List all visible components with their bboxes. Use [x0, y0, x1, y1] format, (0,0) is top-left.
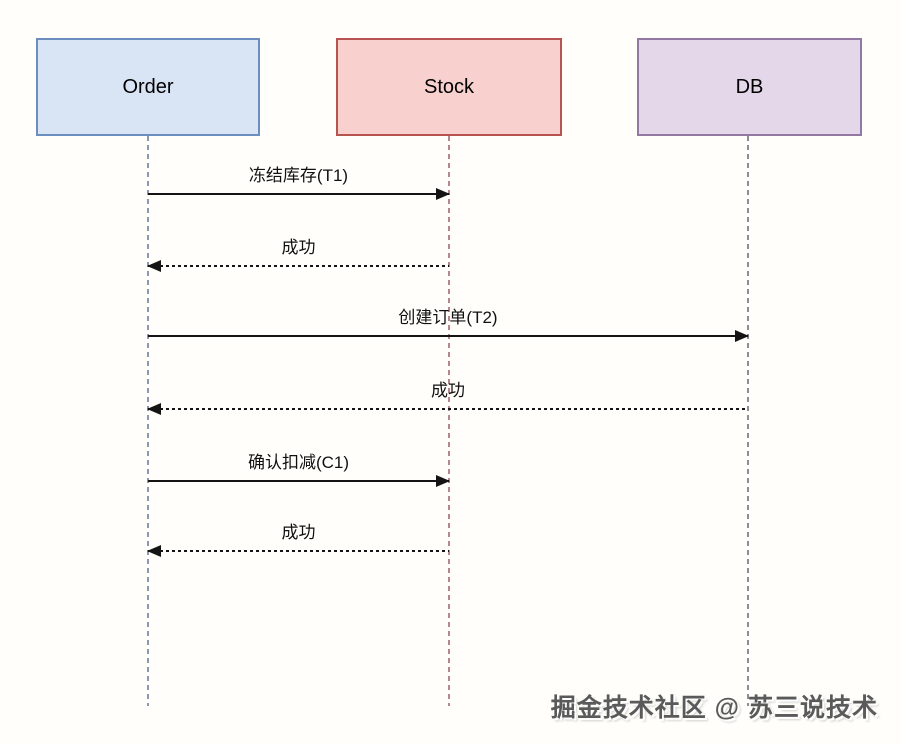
arrowhead-left-icon [147, 260, 161, 272]
actor-label-stock: Stock [423, 75, 475, 98]
lifeline-db [747, 136, 749, 706]
lifeline-order [147, 136, 149, 706]
arrowhead-right-icon [436, 188, 450, 200]
watermark-text: 掘金技术社区 @ 苏三说技术 [550, 694, 878, 722]
arrowhead-left-icon [147, 403, 161, 415]
actor-label-db: DB [735, 75, 764, 98]
message-label: 成功 [281, 523, 316, 542]
actor-box-stock: Stock [336, 38, 562, 136]
message-label: 冻结库存(T1) [248, 166, 349, 185]
arrow-line [148, 188, 450, 200]
message-label: 创建订单(T2) [398, 308, 498, 327]
actor-label-order: Order [122, 75, 174, 98]
arrowhead-left-icon [147, 545, 161, 557]
message-label: 确认扣减(C1) [247, 453, 350, 472]
arrow-line [148, 330, 749, 342]
message-label: 成功 [431, 381, 465, 400]
arrow-line [147, 260, 449, 272]
lifeline-stock [448, 136, 450, 706]
arrow-line [147, 545, 449, 557]
arrowhead-right-icon [436, 475, 450, 487]
arrowhead-right-icon [735, 330, 749, 342]
actor-box-db: DB [637, 38, 862, 136]
arrow-line [147, 403, 748, 415]
arrow-line [148, 475, 450, 487]
message-label: 成功 [281, 238, 316, 257]
actor-box-order: Order [36, 38, 260, 136]
